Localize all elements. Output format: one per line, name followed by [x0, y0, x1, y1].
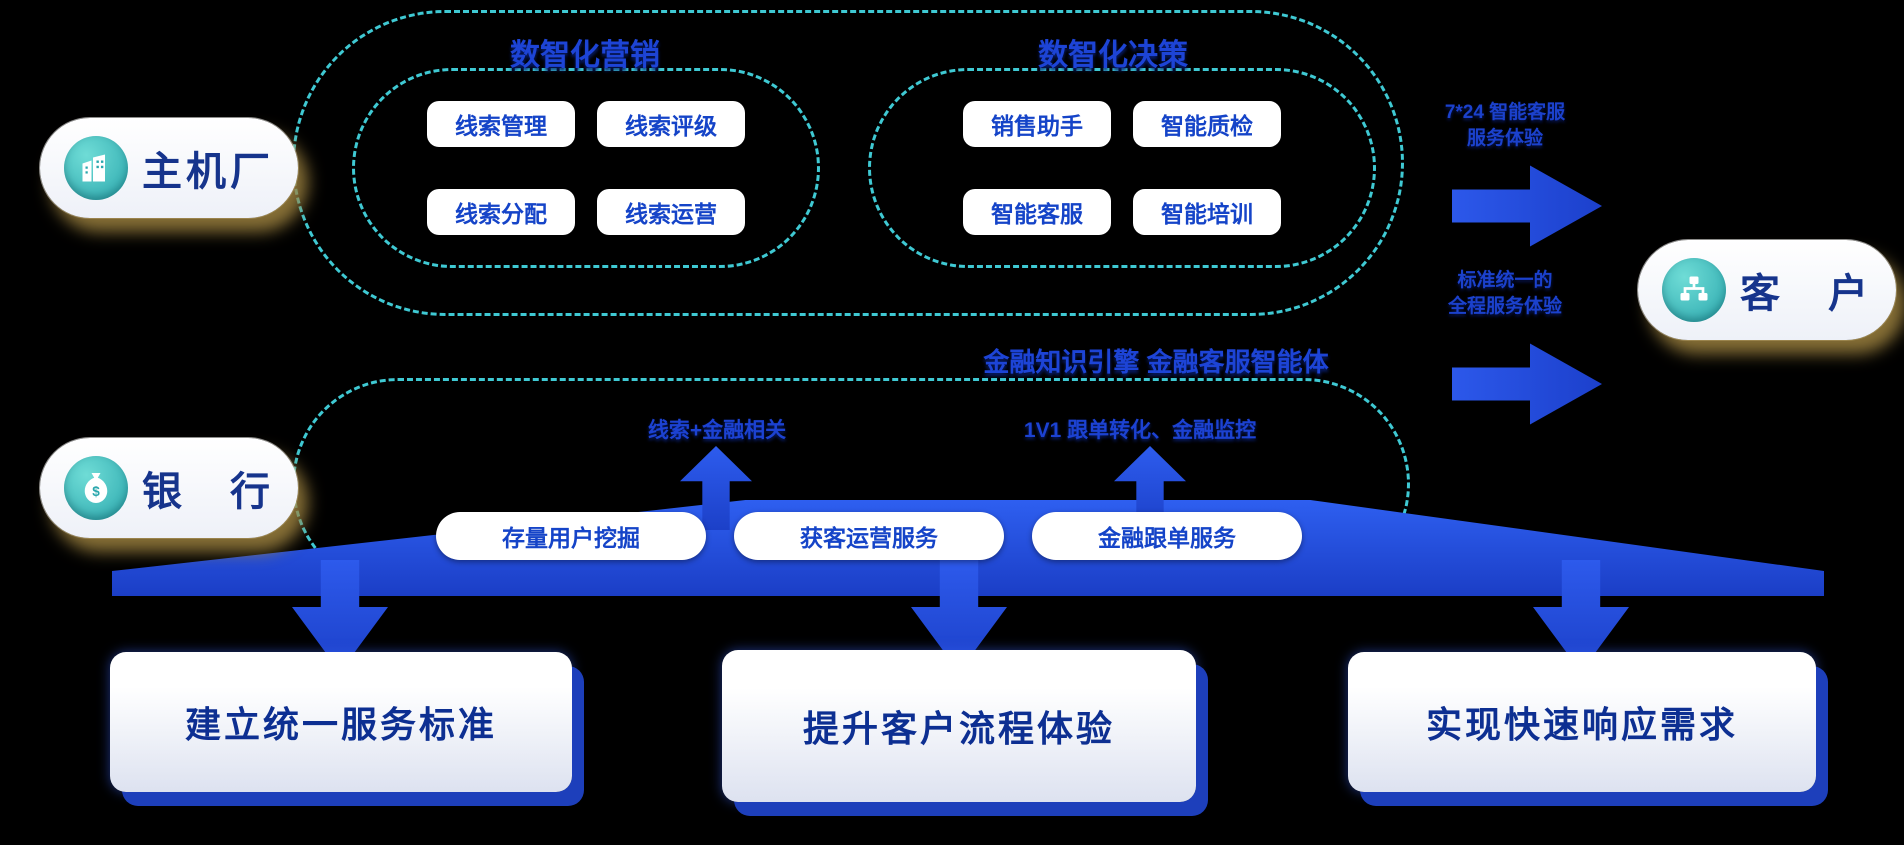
org-icon [1662, 258, 1726, 322]
moneybag-icon: $ [64, 456, 128, 520]
flow-label-724: 7*24 智能客服 服务体验 [1385, 100, 1625, 151]
flow-label-line: 全程服务体验 [1447, 295, 1562, 317]
marketing-pill: 线索管理 [427, 101, 575, 147]
service-pill: 存量用户挖掘 [436, 512, 706, 560]
marketing-pill: 线索评级 [597, 101, 745, 147]
flow-label-standard: 标准统一的 全程服务体验 [1385, 268, 1625, 319]
decision-pill: 智能培训 [1133, 189, 1281, 235]
bottom-card: 实现快速响应需求 [1348, 652, 1816, 792]
svg-text:$: $ [92, 484, 100, 499]
right-arrow-top [1452, 165, 1602, 247]
bottom-card-label: 实现快速响应需求 [1425, 704, 1738, 745]
right-arrow-bottom [1452, 343, 1602, 425]
service-pill: 获客运营服务 [734, 512, 1004, 560]
marketing-pill: 线索分配 [427, 189, 575, 235]
bottom-card-label: 提升客户流程体验 [802, 708, 1115, 749]
building-icon [64, 136, 128, 200]
badge-bank-label: 银 行 [142, 470, 274, 514]
marketing-pill: 线索运营 [597, 189, 745, 235]
service-pill-row: 存量用户挖掘 获客运营服务 金融跟单服务 [436, 512, 1302, 560]
decision-pill: 智能质检 [1133, 101, 1281, 147]
annotation-leads-finance: 线索+金融相关 [647, 419, 787, 442]
badge-oem: 主机厂 [40, 118, 298, 218]
decision-pill: 智能客服 [963, 189, 1111, 235]
badge-bank: $ 银 行 [40, 438, 298, 538]
bottom-card: 提升客户流程体验 [722, 650, 1196, 802]
finance-engine-title: 金融知识引擎 金融客服智能体 [983, 347, 1329, 377]
badge-customer: 客 户 [1638, 240, 1896, 340]
flow-label-line: 7*24 智能客服 [1444, 102, 1566, 123]
decision-pill: 销售助手 [963, 101, 1111, 147]
annotation-1v1-followup: 1V1 跟单转化、金融监控 [1023, 419, 1257, 442]
bottom-card-label: 建立统一服务标准 [184, 704, 497, 745]
badge-oem-label: 主机厂 [142, 150, 274, 194]
marketing-dashed-box: 线索管理 线索评级 线索分配 线索运营 [352, 68, 820, 268]
bottom-card: 建立统一服务标准 [110, 652, 572, 792]
service-pill: 金融跟单服务 [1032, 512, 1302, 560]
decision-title: 数智化决策 [1038, 39, 1188, 72]
badge-customer-label: 客 户 [1740, 272, 1872, 316]
flow-label-line: 标准统一的 [1457, 270, 1553, 291]
marketing-title: 数智化营销 [510, 39, 660, 72]
flow-label-line: 服务体验 [1466, 127, 1543, 149]
decision-dashed-box: 销售助手 智能质检 智能客服 智能培训 [868, 68, 1376, 268]
